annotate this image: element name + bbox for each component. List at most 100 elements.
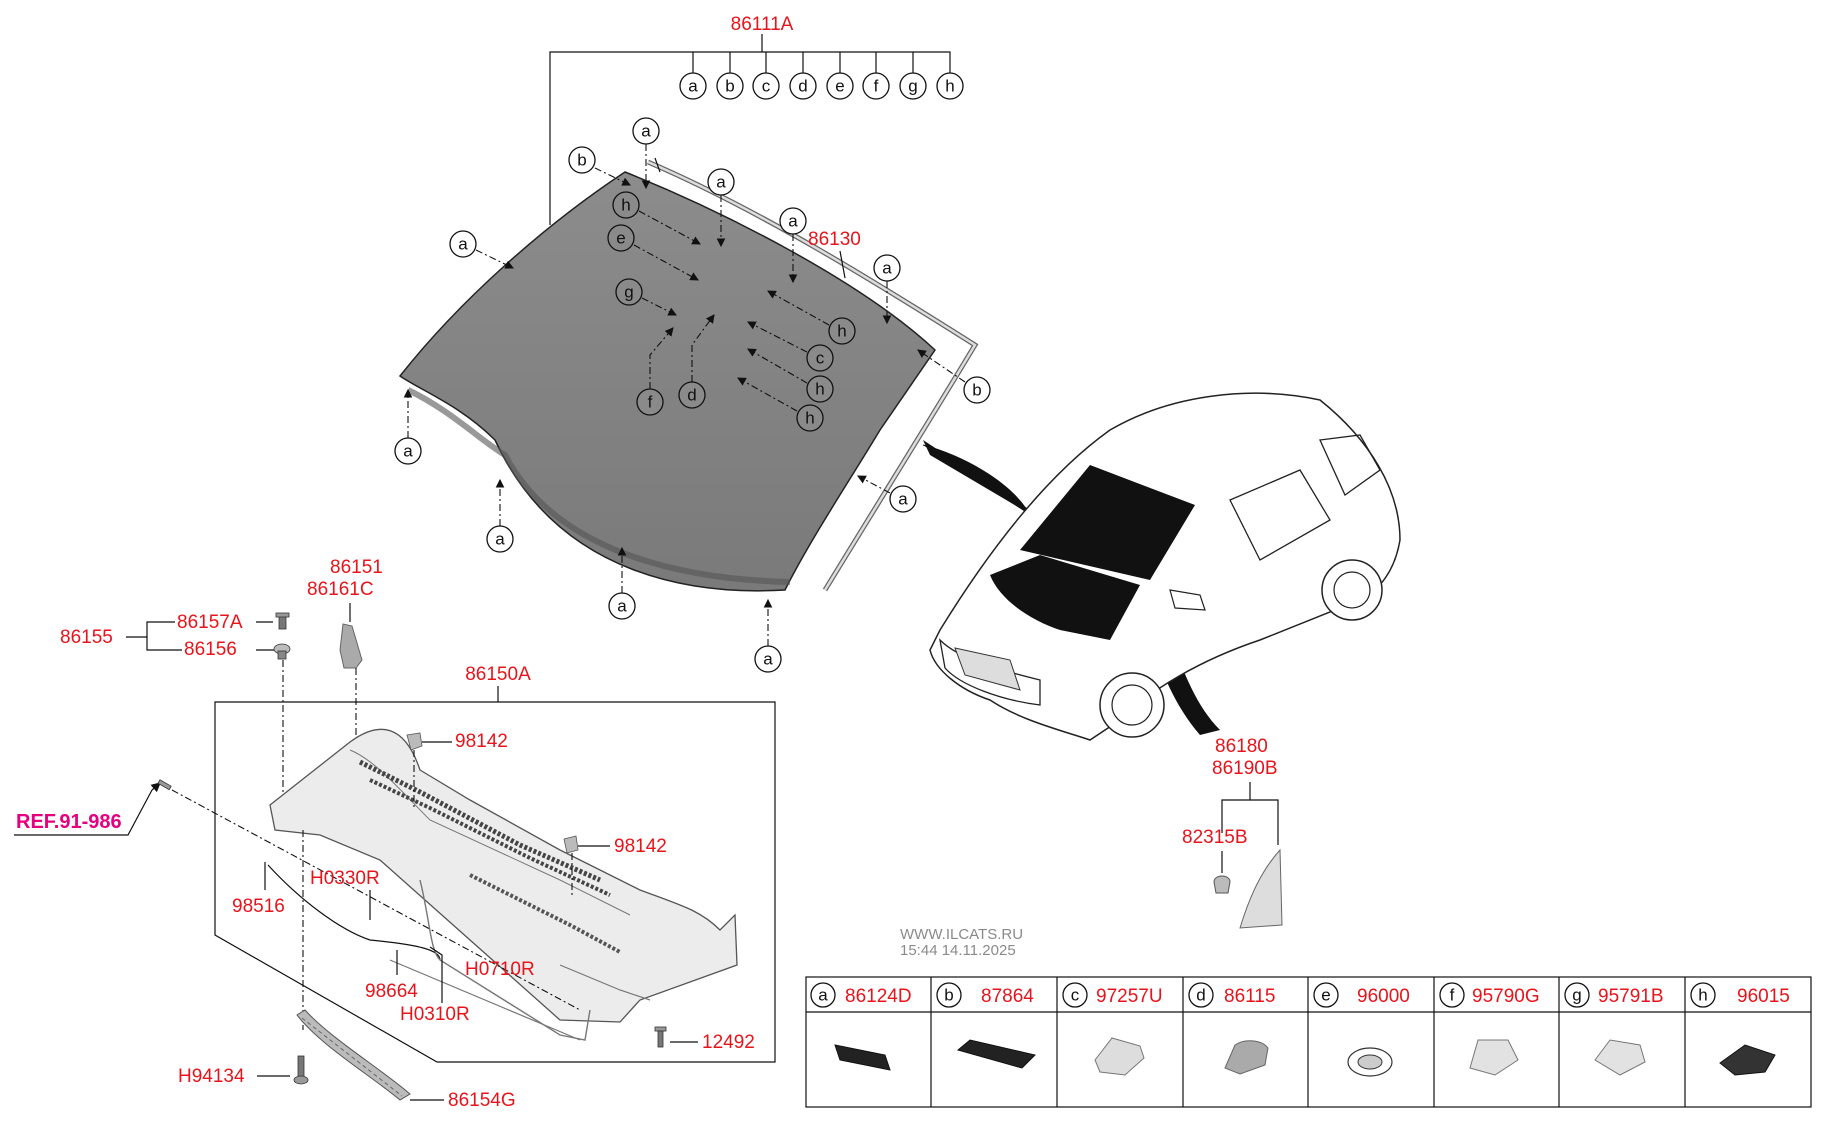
- part-86151-label[interactable]: 86151: [330, 557, 383, 578]
- legend-part-f: 95790G: [1472, 986, 1540, 1007]
- svg-text:h: h: [945, 77, 954, 96]
- svg-text:c: c: [1071, 986, 1080, 1005]
- vehicle-illustration: [922, 392, 1401, 741]
- legend-part-g: 95791B: [1598, 986, 1664, 1007]
- top-bracket: [549, 34, 951, 225]
- part-h0710r-label[interactable]: H0710R: [465, 959, 535, 980]
- cowl-lower-strip[interactable]: [296, 1009, 411, 1101]
- svg-text:h: h: [815, 380, 824, 399]
- svg-text:g: g: [1572, 986, 1581, 1005]
- svg-text:a: a: [788, 212, 798, 231]
- legend-cell-d[interactable]: d 86115: [1188, 982, 1275, 1075]
- legend-cell-e[interactable]: e 96000: [1313, 982, 1410, 1077]
- part-86190b-label[interactable]: 86190B: [1212, 758, 1278, 779]
- part-12492-label[interactable]: 12492: [702, 1032, 755, 1053]
- part-86161c-label[interactable]: 86161C: [307, 579, 374, 600]
- part-86157a-label[interactable]: 86157A: [177, 612, 243, 633]
- svg-text:d: d: [798, 77, 807, 96]
- legend-part-d: 86115: [1224, 986, 1275, 1007]
- svg-text:d: d: [1196, 986, 1205, 1005]
- svg-text:a: a: [763, 650, 773, 669]
- svg-text:b: b: [725, 77, 734, 96]
- watermark-stamp: 15:44 14.11.2025: [900, 942, 1016, 959]
- seal-86151[interactable]: [339, 623, 363, 669]
- legend-part-c: 97257U: [1096, 986, 1163, 1007]
- legend-part-h: 96015: [1737, 986, 1790, 1007]
- svg-text:b: b: [972, 381, 981, 400]
- part-98142-top-label[interactable]: 98142: [455, 731, 508, 752]
- part-image-d: [1224, 1040, 1269, 1075]
- nozzle-98142-top[interactable]: [406, 732, 423, 751]
- bracket-86155: [126, 621, 275, 651]
- part-98142-mid-label[interactable]: 98142: [614, 836, 667, 857]
- nut-86156[interactable]: [273, 643, 291, 660]
- windshield-inner-callouts: h e g f d h c h h: [607, 191, 856, 432]
- part-86155-label[interactable]: 86155: [60, 627, 113, 648]
- svg-text:e: e: [616, 229, 625, 248]
- screw-12492[interactable]: [654, 1026, 667, 1048]
- legend-cell-b[interactable]: b 87864: [936, 982, 1036, 1069]
- part-image-c: [1094, 1037, 1145, 1076]
- part-image-a: [834, 1044, 891, 1071]
- svg-text:d: d: [687, 386, 696, 405]
- mirror-bracket: [1221, 782, 1279, 845]
- svg-text:h: h: [805, 409, 814, 428]
- svg-text:c: c: [762, 77, 771, 96]
- svg-text:a: a: [898, 490, 908, 509]
- cowl-top-panel[interactable]: [269, 728, 738, 1023]
- svg-text:a: a: [818, 986, 828, 1005]
- clip-82315b[interactable]: [1213, 875, 1231, 894]
- part-86180-label[interactable]: 86180: [1215, 736, 1268, 757]
- part-86150a-label[interactable]: 86150A: [465, 664, 531, 685]
- svg-text:c: c: [816, 349, 825, 368]
- part-image-g: [1594, 1039, 1646, 1076]
- legend-cell-g[interactable]: g 95791B: [1564, 982, 1664, 1076]
- svg-text:a: a: [617, 597, 627, 616]
- legend-cell-f[interactable]: f 95790G: [1439, 982, 1540, 1076]
- windshield-glass[interactable]: [398, 171, 936, 592]
- washer-hose[interactable]: [389, 879, 591, 1041]
- cowl-bracket: [214, 686, 776, 1063]
- part-98516-label[interactable]: 98516: [232, 896, 285, 917]
- legend-cell-h[interactable]: h 96015: [1690, 982, 1790, 1076]
- part-h0310r-label[interactable]: H0310R: [400, 1004, 470, 1025]
- part-82315b-label[interactable]: 82315B: [1182, 827, 1248, 848]
- mirror-cover-86180[interactable]: [1239, 848, 1283, 929]
- screw-h94134[interactable]: [293, 1055, 309, 1085]
- part-98664-label[interactable]: 98664: [365, 981, 418, 1002]
- svg-text:e: e: [1321, 986, 1330, 1005]
- svg-text:a: a: [641, 122, 651, 141]
- part-86154g-label[interactable]: 86154G: [448, 1090, 516, 1111]
- svg-text:e: e: [835, 77, 844, 96]
- part-image-b: [956, 1039, 1036, 1069]
- top-letter-row: a b c d e f g h: [679, 72, 964, 100]
- svg-text:a: a: [688, 77, 698, 96]
- svg-text:h: h: [1698, 986, 1707, 1005]
- windshield-callouts: a b a a a a b a a a a a: [394, 117, 991, 673]
- svg-text:a: a: [403, 442, 413, 461]
- legend-cell-a[interactable]: a 86124D: [810, 982, 912, 1071]
- svg-text:b: b: [577, 151, 586, 170]
- svg-text:a: a: [882, 259, 892, 278]
- svg-text:f: f: [648, 393, 653, 412]
- windshield-moulding[interactable]: [647, 157, 979, 592]
- part-h0330r-label[interactable]: H0330R: [310, 868, 380, 889]
- svg-text:a: a: [495, 530, 505, 549]
- ref-leader: [14, 782, 161, 836]
- screw-86157a[interactable]: [275, 612, 290, 630]
- part-86111a-label[interactable]: 86111A: [731, 14, 794, 35]
- hose-end: [157, 779, 172, 791]
- svg-text:a: a: [716, 173, 726, 192]
- ref-91-986-link[interactable]: REF.91-986: [16, 811, 122, 833]
- part-86130-label[interactable]: 86130: [808, 229, 861, 250]
- svg-text:f: f: [1450, 986, 1455, 1005]
- nozzle-98142-mid[interactable]: [563, 835, 579, 854]
- svg-text:g: g: [908, 77, 917, 96]
- legend-part-a: 86124D: [845, 986, 912, 1007]
- part-image-f: [1469, 1039, 1519, 1076]
- legend-cell-c[interactable]: c 97257U: [1062, 982, 1163, 1076]
- part-86156-label[interactable]: 86156: [184, 639, 237, 660]
- part-h94134-label[interactable]: H94134: [178, 1066, 245, 1087]
